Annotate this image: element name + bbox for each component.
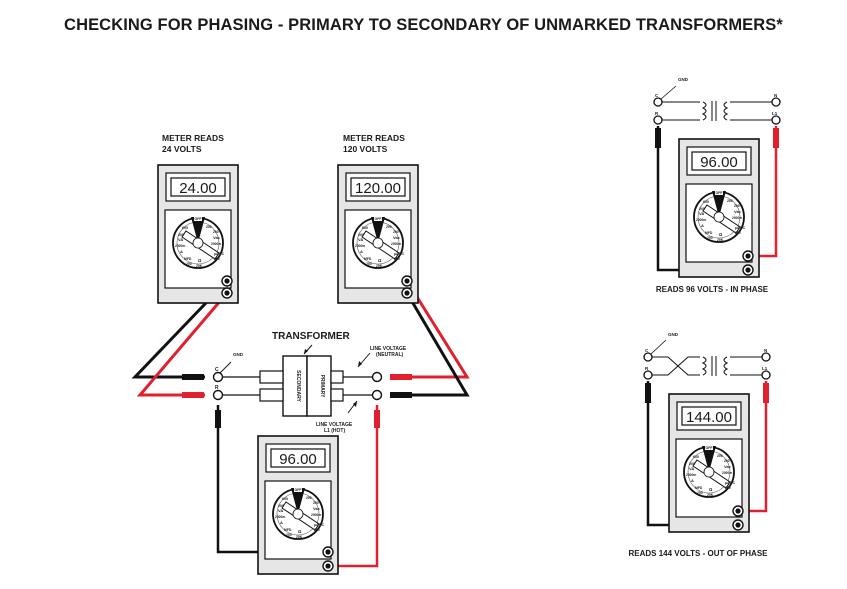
meter-2-display: 120.00: [355, 180, 401, 197]
terminal-c[interactable]: [212, 371, 224, 383]
primary-terminals: LINE VOLTAGE (NEUTRAL) LINE VOLTAGE L1 (…: [316, 346, 407, 434]
meter-5-display: 144.00: [686, 409, 732, 426]
inset2-l1-label: L1: [762, 366, 768, 371]
meter-2: 120.00: [337, 164, 419, 304]
page-title: CHECKING FOR PHASING - PRIMARY TO SECOND…: [64, 16, 783, 34]
inset1-terminal-l1[interactable]: [771, 115, 781, 125]
terminal-l1[interactable]: [371, 389, 383, 401]
inset1-terminal-r[interactable]: [653, 115, 663, 125]
inset1-terminal-n[interactable]: [771, 97, 781, 107]
meter-5: 144.00: [668, 393, 750, 533]
secondary-terminals: C R GND: [212, 352, 244, 401]
inset1-c-label: C: [655, 93, 659, 98]
inset1-n-label: N: [774, 93, 777, 98]
inset1-caption: READS 96 VOLTS - IN PHASE: [656, 285, 769, 294]
meter-3-display: 96.00: [279, 451, 317, 468]
inset2-terminal-n[interactable]: [761, 352, 771, 362]
inset2-caption: READS 144 VOLTS - OUT OF PHASE: [629, 549, 769, 558]
meter-2-caption-1: METER READS: [343, 133, 405, 143]
meter-1-display: 24.00: [179, 180, 217, 197]
meter-3: 96.00: [257, 435, 339, 575]
inset2-gnd-label: GND: [668, 332, 679, 337]
meter-4: 96.00: [678, 138, 760, 278]
inset1-l1-label: L1: [772, 111, 778, 116]
secondary-label: SECONDARY: [295, 370, 301, 402]
inset2-terminal-c[interactable]: [643, 352, 653, 362]
terminal-r-label: R: [215, 385, 219, 391]
inset2-terminal-l1[interactable]: [761, 370, 771, 380]
neutral-label-1: LINE VOLTAGE: [370, 346, 407, 352]
meter-2-leads: [390, 280, 470, 398]
meter-1-caption-2: 24 VOLTS: [162, 144, 202, 154]
hot-label-2: L1 (HOT): [324, 428, 345, 434]
transformer-secondary-winding: [282, 355, 308, 417]
gnd-label: GND: [233, 352, 244, 357]
terminal-c-label: C: [215, 367, 219, 373]
meter-1: 24.00: [157, 164, 239, 304]
inset2-n-label: N: [764, 348, 767, 353]
transformer-assembly: SECONDARY PRIMARY TRANSFORMER: [218, 331, 380, 417]
meter-4-display: 96.00: [700, 154, 738, 171]
inset2-c-label: C: [645, 348, 649, 353]
terminal-neutral[interactable]: [371, 371, 383, 383]
terminal-r[interactable]: [212, 389, 224, 401]
meter-1-leads: [131, 279, 229, 398]
inset2-r-label: R: [645, 366, 649, 371]
meter-1-caption-1: METER READS: [162, 133, 224, 143]
inset1-r-label: R: [655, 111, 659, 116]
inset1-gnd-label: GND: [678, 77, 689, 82]
hot-label-1: LINE VOLTAGE: [316, 422, 353, 428]
inset2-terminal-r[interactable]: [643, 370, 653, 380]
meter-2-caption-2: 120 VOLTS: [343, 144, 388, 154]
primary-label: PRIMARY: [319, 375, 325, 399]
transformer-primary-winding: [306, 355, 332, 417]
transformer-title: TRANSFORMER: [272, 331, 351, 342]
neutral-label-2: (NEUTRAL): [376, 352, 404, 358]
gnd-symbol: [219, 361, 232, 374]
inset1-terminal-c[interactable]: [653, 97, 663, 107]
